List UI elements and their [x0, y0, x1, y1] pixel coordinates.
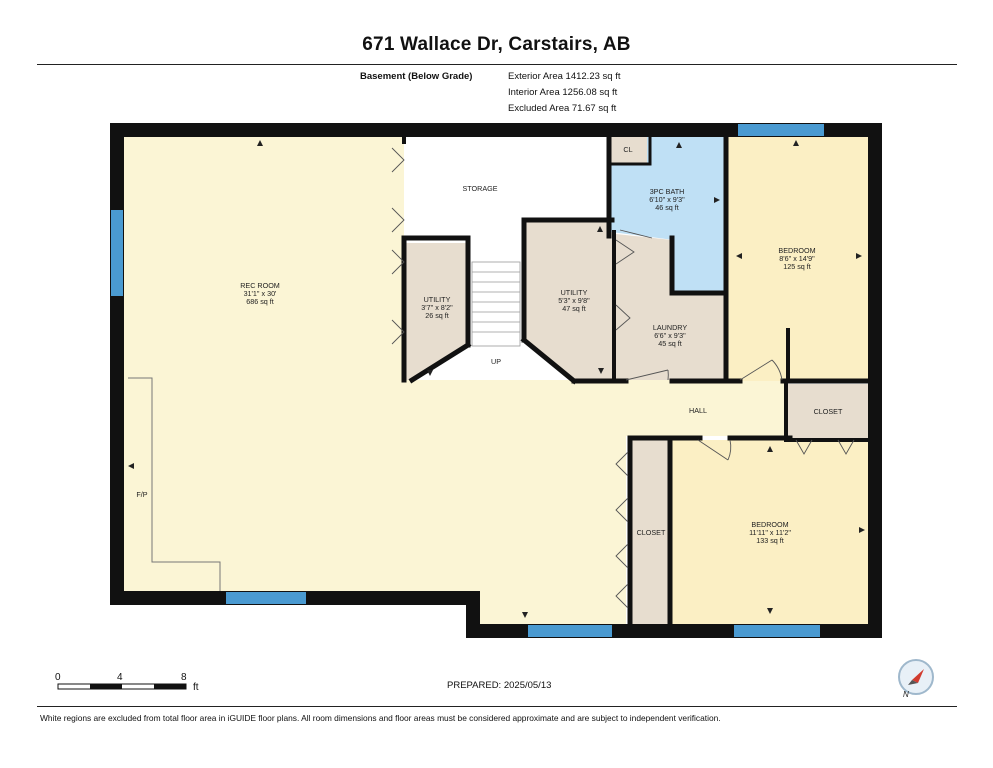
hall-label: HALL [689, 406, 707, 415]
compass-letter: N [903, 690, 909, 699]
laundry-dims: 6'6" x 9'3" [654, 331, 686, 340]
closet-left-area[interactable] [632, 440, 670, 624]
window-top-bedroom [738, 124, 824, 136]
scale-label-8: 8 [181, 672, 187, 683]
floor-label: Basement (Below Grade) [360, 71, 473, 82]
bedroom-bottom-dims: 11'11" x 11'2" [749, 528, 791, 537]
laundry-area-label: 45 sq ft [658, 339, 682, 348]
bedroom-top-area[interactable] [727, 131, 868, 381]
interior-area: Interior Area 1256.08 sq ft [508, 87, 618, 98]
bath-dims: 6'10" x 9'3" [649, 195, 685, 204]
rec-room-area[interactable] [118, 131, 784, 624]
compass-icon: N [898, 659, 934, 699]
utility-large-name: UTILITY [561, 288, 588, 297]
utility-large-area[interactable] [526, 222, 612, 380]
windows [111, 124, 824, 637]
bedroom-bottom-area-label: 133 sq ft [756, 536, 784, 545]
closet-cl-name: CL [623, 145, 632, 154]
utility-large-area-label: 47 sq ft [562, 304, 586, 313]
window-bottom-mid [528, 625, 612, 637]
storage-name: STORAGE [462, 184, 497, 193]
bedroom-bottom-name: BEDROOM [751, 520, 788, 529]
stairs-area [470, 255, 522, 380]
laundry-area[interactable] [616, 234, 724, 380]
footnote: White regions are excluded from total fl… [40, 713, 721, 723]
bedroom-top-area-label: 125 sq ft [783, 262, 811, 271]
utility-small-area-label: 26 sq ft [425, 311, 449, 320]
scale-label-4: 4 [117, 672, 123, 683]
interior-walls [401, 134, 873, 627]
bath-area[interactable] [611, 131, 724, 291]
closet-hall-name: CLOSET [814, 407, 843, 416]
excluded-area: Excluded Area 71.67 sq ft [508, 103, 617, 114]
footer-divider [37, 706, 957, 707]
utility-large-dims: 5'3" x 9'8" [558, 296, 590, 305]
stair-treads [471, 261, 521, 347]
page-title: 671 Wallace Dr, Carstairs, AB [362, 34, 631, 55]
scale-bar [57, 683, 187, 690]
header-divider [37, 64, 957, 65]
exterior-walls [110, 123, 882, 638]
window-bottom-bedroom [734, 625, 820, 637]
stairs-label: UP [491, 357, 501, 366]
prepared-date: PREPARED: 2025/05/13 [447, 680, 552, 691]
rec-room-area-label: 686 sq ft [246, 297, 274, 306]
rec-room-dims: 31'1" x 30' [244, 289, 277, 298]
bath-area-label: 46 sq ft [655, 203, 679, 212]
door-swings [391, 147, 855, 609]
utility-small-area[interactable] [406, 243, 466, 380]
closet-hall-area[interactable] [788, 384, 868, 438]
scale-label-0: 0 [55, 672, 61, 683]
fireplace-outline [128, 377, 221, 591]
utility-small-name: UTILITY [424, 295, 451, 304]
bedroom-bottom-area[interactable] [672, 440, 868, 624]
rec-room-name: REC ROOM [240, 281, 280, 290]
scale-unit: ft [193, 682, 199, 693]
bedroom-top-dims: 8'6" x 14'9" [779, 254, 815, 263]
laundry-name: LAUNDRY [653, 323, 687, 332]
window-rec-bottom [226, 592, 306, 604]
closet-left-name: CLOSET [637, 528, 666, 537]
window-rec-left [111, 210, 123, 296]
dimension-arrows [128, 140, 865, 618]
closet-cl-area[interactable] [611, 136, 647, 164]
utility-small-dims: 3'7" x 8'2" [421, 303, 453, 312]
exterior-area: Exterior Area 1412.23 sq ft [508, 71, 621, 82]
fireplace-label: F/P [136, 490, 147, 499]
bedroom-top-name: BEDROOM [778, 246, 815, 255]
bath-name: 3PC BATH [650, 187, 685, 196]
